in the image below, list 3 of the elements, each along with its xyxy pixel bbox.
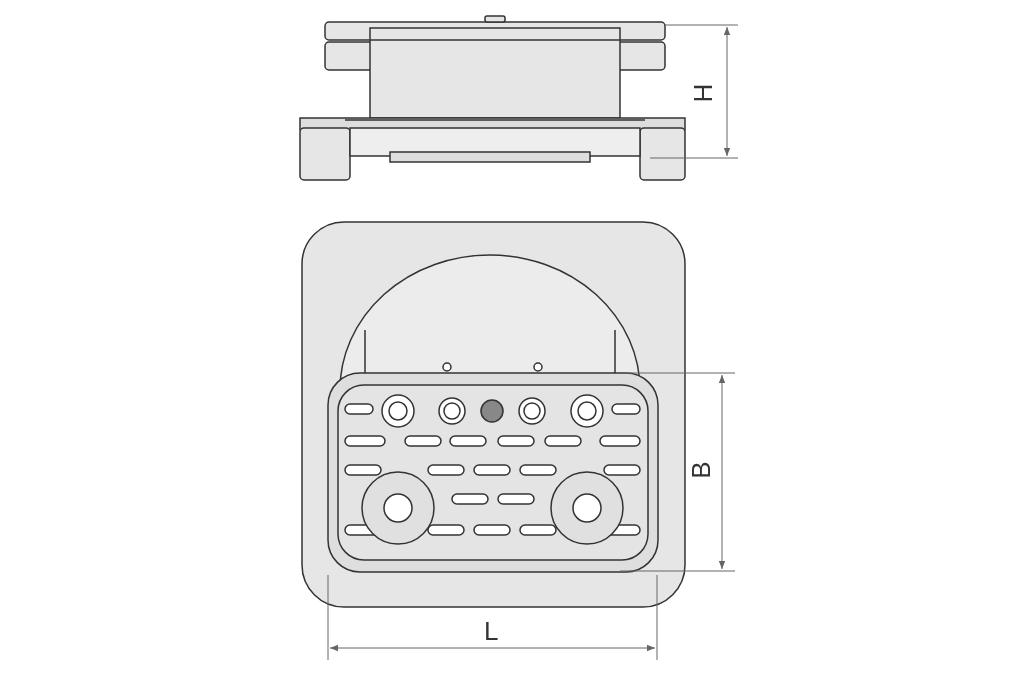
dimension-label: H [690,83,717,103]
dimension-label: L [484,618,499,644]
dimension-label: B [687,461,714,479]
